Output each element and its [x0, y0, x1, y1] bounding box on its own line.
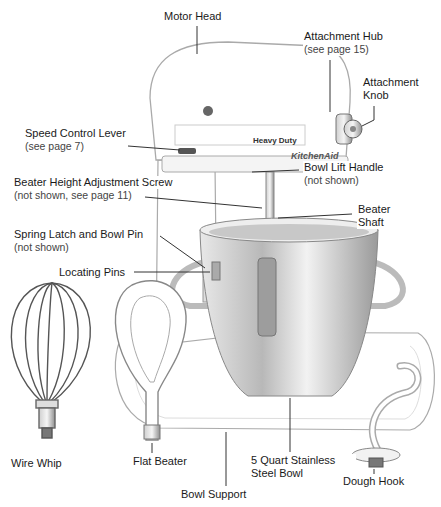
attachment-hub [336, 114, 362, 144]
page-note: (not shown) [303, 174, 360, 187]
part-label: 5 Quart Stainless Steel Bowl [250, 454, 356, 480]
part-label: Beater Shaft [357, 203, 411, 229]
part-label: Wire Whip [10, 457, 63, 470]
beater-shaft [266, 172, 274, 224]
part-label: Dough Hook [342, 475, 405, 488]
wire-whip [11, 283, 90, 438]
part-label: Flat Beater [132, 455, 188, 468]
part-label: Bowl Support [180, 488, 247, 501]
steel-bowl [200, 218, 378, 396]
page-note: (not shown, see page 11) [13, 189, 133, 202]
part-label: Locating Pins [58, 266, 126, 279]
part-label: Attachment Hub [303, 30, 384, 43]
page-note: (not shown) [13, 241, 70, 254]
dough-hook [352, 366, 418, 467]
part-label: Motor Head [163, 10, 222, 23]
page-note: (see page 15) [303, 43, 370, 56]
product-text: Heavy Duty [252, 134, 298, 147]
motor-head [150, 42, 350, 172]
flat-beater [115, 281, 186, 440]
leader-lines [128, 26, 374, 486]
part-label: Speed Control Lever [24, 127, 127, 140]
part-label: Spring Latch and Bowl Pin [13, 228, 144, 241]
part-label: Bowl Lift Handle [303, 161, 385, 174]
part-label: Attachment Knob [362, 76, 434, 102]
page-note: (see page 7) [24, 140, 85, 153]
part-label: Beater Height Adjustment Screw [13, 176, 173, 189]
brand-logo: KitchenAid [290, 150, 340, 163]
